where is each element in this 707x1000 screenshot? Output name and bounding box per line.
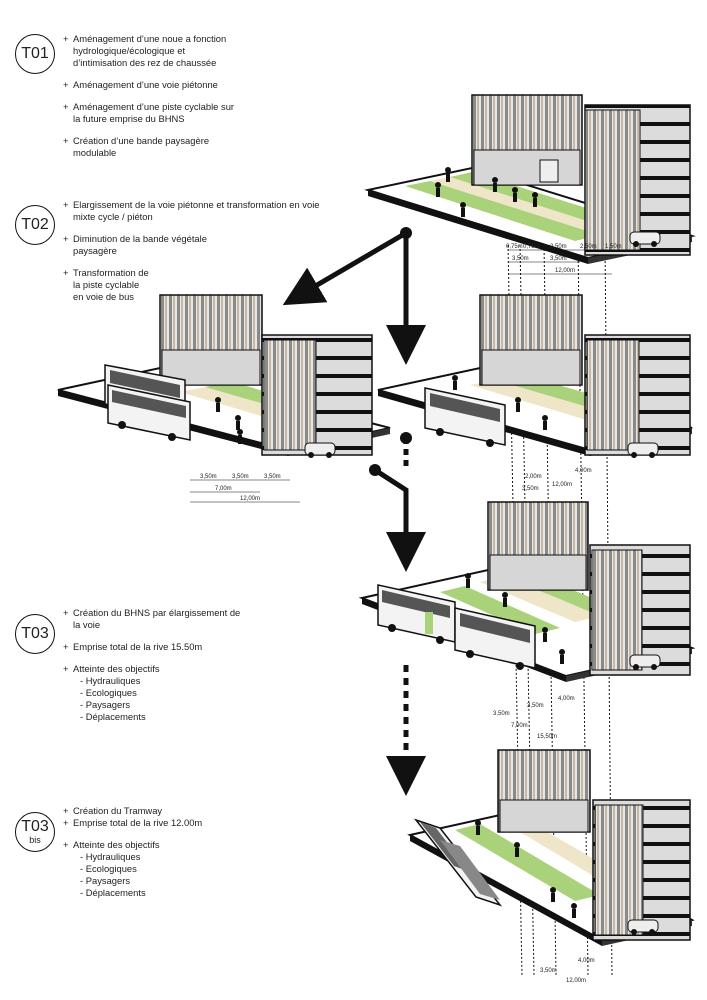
phase-t03-notes: Création du BHNS par élargissement de la…	[63, 607, 283, 723]
dimension-label: 2,00m	[525, 474, 542, 480]
dimension-label: 3,50m	[200, 474, 217, 480]
bus-icon	[104, 364, 191, 441]
t01-dimensions	[508, 249, 612, 275]
dimension-label: 7,00m	[511, 723, 528, 729]
objective: - Déplacements	[80, 711, 146, 722]
phase-t03-badge: T03	[15, 614, 55, 654]
car-icon	[304, 442, 336, 458]
dimension-label: 12,00m	[552, 482, 572, 488]
objective: - Paysagers	[80, 699, 131, 710]
note: Emprise total de la rive 15.50m	[63, 641, 283, 653]
dimension-label: 12,00m	[240, 496, 260, 502]
dimension-label: 12,00m	[555, 268, 575, 274]
car-icon	[629, 231, 661, 247]
phase-label: T01	[21, 45, 49, 62]
scene-t02-right	[377, 294, 693, 458]
phase-label: T03	[21, 818, 49, 835]
dimension-label: 12,00m	[566, 978, 586, 984]
phase-t02-badge: T02	[15, 205, 55, 245]
bus-icon	[424, 387, 506, 447]
dimension-label: 3,50m	[550, 256, 567, 262]
car-icon	[627, 919, 659, 935]
pedestrian-icon	[475, 820, 577, 918]
phase-label: T02	[21, 216, 49, 233]
dimension-label: 3,50m	[540, 968, 557, 974]
objective: - Hydrauliques	[80, 675, 141, 686]
dimension-label: 1,50m	[605, 244, 622, 250]
pedestrian-icon	[215, 397, 243, 444]
objective: - Ecologiques	[80, 687, 137, 698]
note: Création du BHNS par élargissement de la…	[63, 607, 283, 631]
tram-icon	[413, 818, 503, 907]
note: Aménagement d’une piste cyclable sur la …	[63, 101, 293, 125]
transition-arrows-t01	[282, 227, 426, 365]
objectives-title: Atteinte des objectifs	[63, 839, 283, 851]
objective: - Déplacements	[80, 887, 146, 898]
phase-t03bis-badge: T03 bis	[15, 812, 55, 852]
note: Diminution de la bande végétale paysagèr…	[63, 233, 363, 257]
dimension-label: 3,50m	[232, 474, 249, 480]
bus-icon	[377, 584, 456, 644]
dimension-label: 2,50m	[580, 244, 597, 250]
car-icon	[629, 654, 661, 670]
transition-arrows-t02	[369, 432, 426, 572]
note: Elargissement de la voie piétonne et tra…	[63, 199, 363, 223]
dimension-label: 15,50m	[537, 734, 557, 740]
dimension-label: 3,50m	[493, 711, 510, 717]
phase-t02-notes: Elargissement de la voie piétonne et tra…	[63, 199, 363, 313]
objective: - Ecologiques	[80, 863, 137, 874]
car-icon	[627, 442, 659, 458]
dimension-label: 2,50m	[550, 244, 567, 250]
scene-t03	[358, 501, 696, 682]
note: Création d’une bande paysagère modulable	[63, 135, 293, 159]
dimension-label: 0,75m	[506, 244, 523, 250]
bus-icon	[454, 607, 536, 670]
objective: - Paysagers	[80, 875, 131, 886]
t02-left-dimensions	[190, 479, 300, 503]
objectives-title: Atteinte des objectifs	[63, 663, 283, 675]
note: Emprise total de la rive 12.00m	[63, 817, 283, 829]
note: Aménagement d’une voie piétonne	[63, 79, 293, 91]
scene-t01	[364, 94, 696, 264]
dimension-label: 4,00m	[575, 468, 592, 474]
phase-label: T03	[21, 625, 49, 642]
note: Création du Tramway	[63, 805, 283, 817]
phase-t01-badge: T01	[15, 34, 55, 74]
dimension-label: 3,50m	[522, 486, 539, 492]
pedestrian-icon	[435, 167, 538, 217]
pedestrian-icon	[465, 573, 565, 664]
dimension-label: 3,50m	[512, 256, 529, 262]
dimension-label: 4,00m	[578, 958, 595, 964]
phase-t03bis-notes: Création du Tramway Emprise total de la …	[63, 805, 283, 899]
pedestrian-icon	[452, 375, 548, 430]
note: Transformation de la piste cyclable en v…	[63, 267, 363, 303]
dimension-label: 3,50m	[527, 703, 544, 709]
phase-t01-notes: Aménagement d’une noue a fonction hydrol…	[63, 33, 293, 169]
scene-t02-left	[57, 294, 391, 458]
dimension-label: 7,00m	[215, 486, 232, 492]
phase-sublabel: bis	[29, 835, 41, 845]
scene-t03bis	[407, 749, 695, 946]
dimension-label: 3,50m	[264, 474, 281, 480]
dimension-label: 0,75m	[523, 244, 540, 250]
dimension-label: 4,00m	[558, 696, 575, 702]
objective: - Hydrauliques	[80, 851, 141, 862]
note: Aménagement d’une noue a fonction hydrol…	[63, 33, 293, 69]
